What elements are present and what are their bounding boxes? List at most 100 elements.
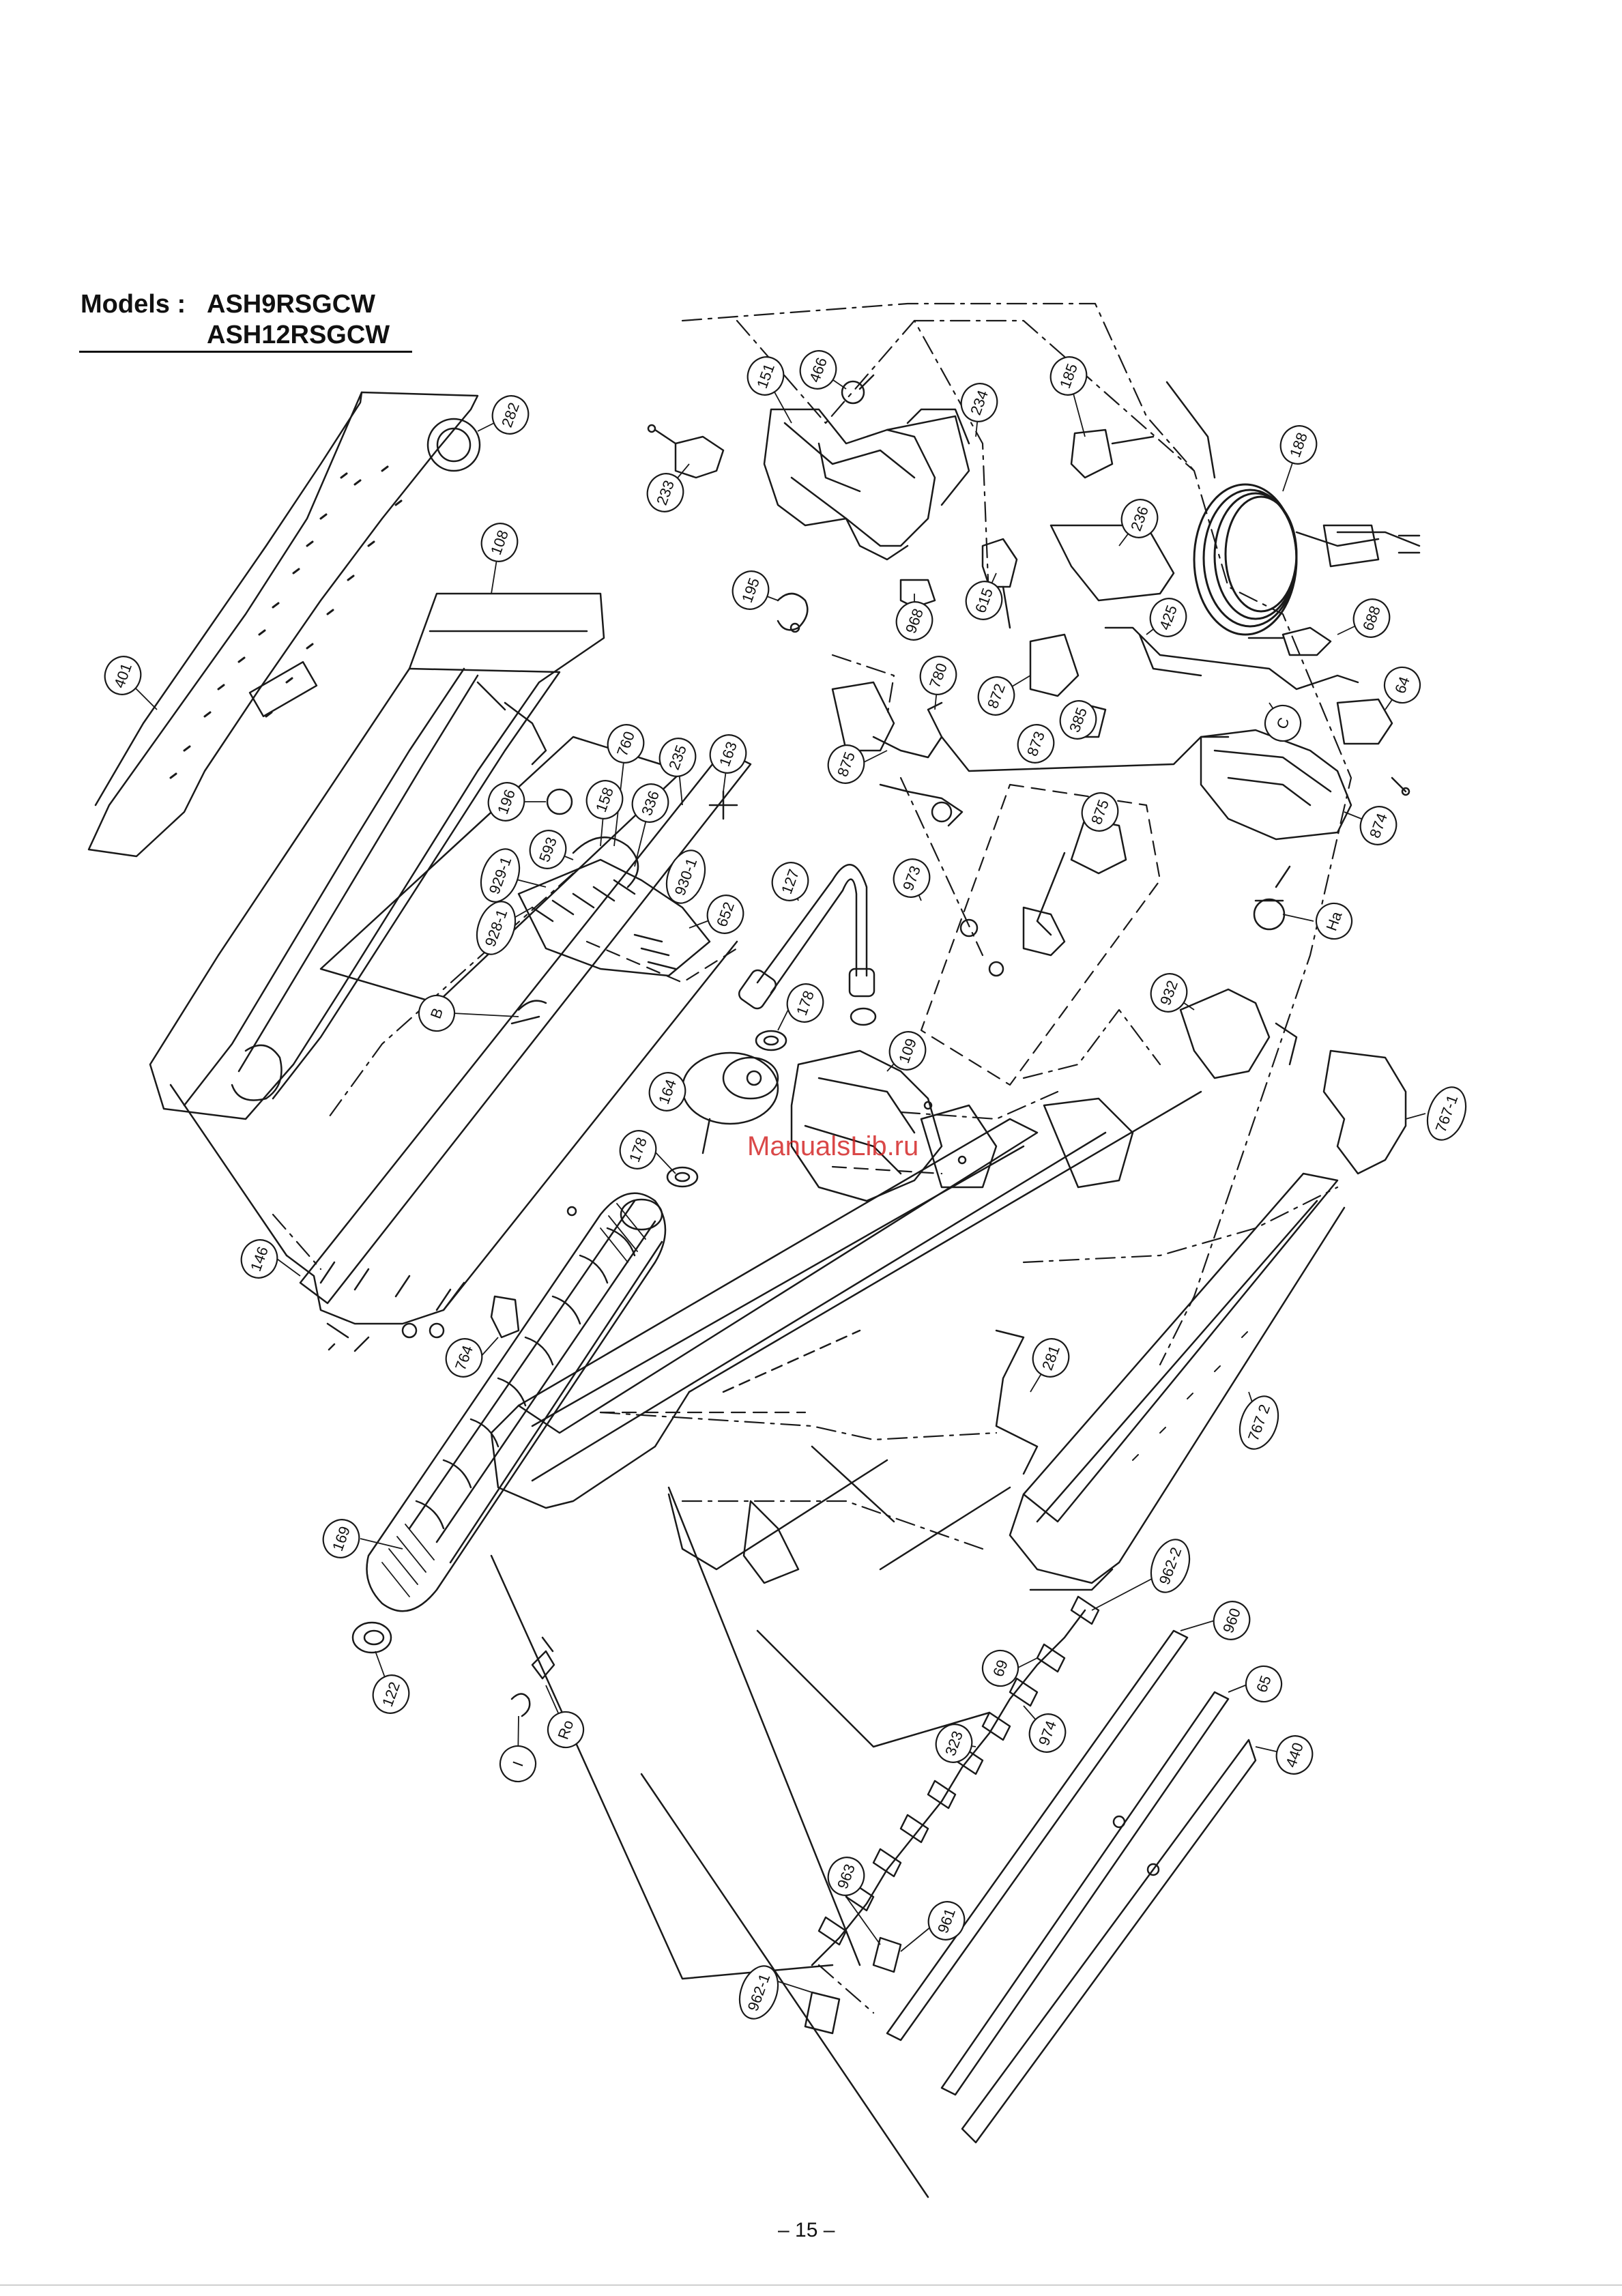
callout-236: 236 [1120,499,1159,538]
callout-circle [895,601,933,641]
callout-780: 780 [919,656,957,695]
callout-960: 960 [1213,1601,1251,1640]
callout-circle [658,738,697,777]
callout-circle [919,656,957,695]
fan-motor [790,1049,943,1202]
callout-235: 235 [658,738,697,777]
callout-185: 185 [1049,356,1088,396]
callout-circle [1032,1338,1070,1378]
callout-circle [1279,425,1318,465]
callout-928-1: 928-1 [476,901,517,955]
front-frame [517,1118,1039,1434]
callout-973: 973 [893,858,931,898]
chassis-body [149,592,605,1120]
cross-flow-fan [366,1192,667,1612]
callout-178a: 178 [786,983,824,1023]
callout-circle [827,744,865,784]
callout-233: 233 [646,473,684,512]
louver-960 [886,1629,1189,2041]
callout-circle [529,830,567,869]
callout-circle [786,983,824,1023]
callout-circle [1426,1086,1467,1141]
callout-875b: 875 [1081,792,1119,832]
callout-circle [927,1901,966,1941]
callout-932: 932 [1150,973,1188,1013]
callout-circle [1059,700,1097,740]
callout-336: 336 [631,783,669,823]
callout-circle [646,473,684,512]
callout-593: 593 [529,830,567,869]
callout-108: 108 [480,523,519,562]
callout-962-2: 962-2 [1150,1539,1191,1593]
callout-circle [619,1130,657,1169]
callout-234: 234 [960,383,998,422]
callout-65: 65 [1245,1665,1283,1703]
callout-circle [104,656,142,695]
model-name-2: ASH12RSGCW [207,321,390,349]
callout-188: 188 [1279,425,1318,465]
callout-circle [799,350,837,390]
callout-930-1: 930-1 [665,849,706,904]
callout-C: C [1264,704,1302,742]
watermark-text: ManualsLib.ru [747,1131,919,1161]
callout-164: 164 [648,1072,686,1111]
callout-circle [1315,902,1353,940]
callout-circle [935,1724,973,1763]
callout-circle [1239,1395,1279,1450]
models-label: Models : [81,290,186,319]
callout-circle [827,1857,865,1896]
callout-circle [981,1649,1019,1687]
callout-127: 127 [771,862,809,901]
callout-146: 146 [240,1239,278,1279]
callout-circle [1017,724,1055,764]
callout-178b: 178 [619,1130,657,1169]
callout-circle [491,395,530,435]
model-underline [79,351,412,353]
callout-196: 196 [487,782,525,822]
callout-circle [960,383,998,422]
callout-circle [1275,1735,1314,1775]
callout-64: 64 [1383,666,1421,704]
callout-764: 764 [445,1338,483,1378]
front-grille [1022,1172,1339,1523]
callout-circle [322,1519,360,1558]
callout-circle [372,1674,410,1714]
callout-466: 466 [799,350,837,390]
callout-974: 974 [1028,1713,1067,1753]
callout-767-1: 767-1 [1426,1086,1467,1141]
louver-65 [940,1691,1230,2096]
callout-872: 872 [977,676,1015,716]
callout-B: B [418,994,456,1032]
callout-circle [480,523,519,562]
callout-circle [1150,973,1188,1013]
callout-circle [1245,1665,1283,1703]
callout-169: 169 [322,1519,360,1558]
callout-circle [418,994,456,1032]
callout-circle [888,1031,927,1071]
callout-circle [499,1745,537,1783]
callout-615: 615 [965,581,1003,620]
callout-circle [445,1338,483,1378]
bottom-edge-line [0,2284,1622,2286]
callout-circle [1081,792,1119,832]
callout-963: 963 [827,1857,865,1896]
model-name-1: ASH9RSGCW [207,290,376,319]
callout-151: 151 [747,356,785,396]
callout-circle [1120,499,1159,538]
callout-circle [476,901,517,955]
callout-323: 323 [935,1724,973,1763]
callout-circle [648,1072,686,1111]
callout-109: 109 [888,1031,927,1071]
callout-circle [1213,1601,1251,1640]
callout-circle [977,676,1015,716]
callout-874: 874 [1359,806,1397,845]
callout-440: 440 [1275,1735,1314,1775]
callout-circle [747,356,785,396]
pcb-plate [1049,524,1175,602]
callout-circle [547,1711,585,1749]
callout-Ha: Ha [1315,902,1353,940]
callout-circle [665,849,706,904]
control-box [763,408,936,547]
